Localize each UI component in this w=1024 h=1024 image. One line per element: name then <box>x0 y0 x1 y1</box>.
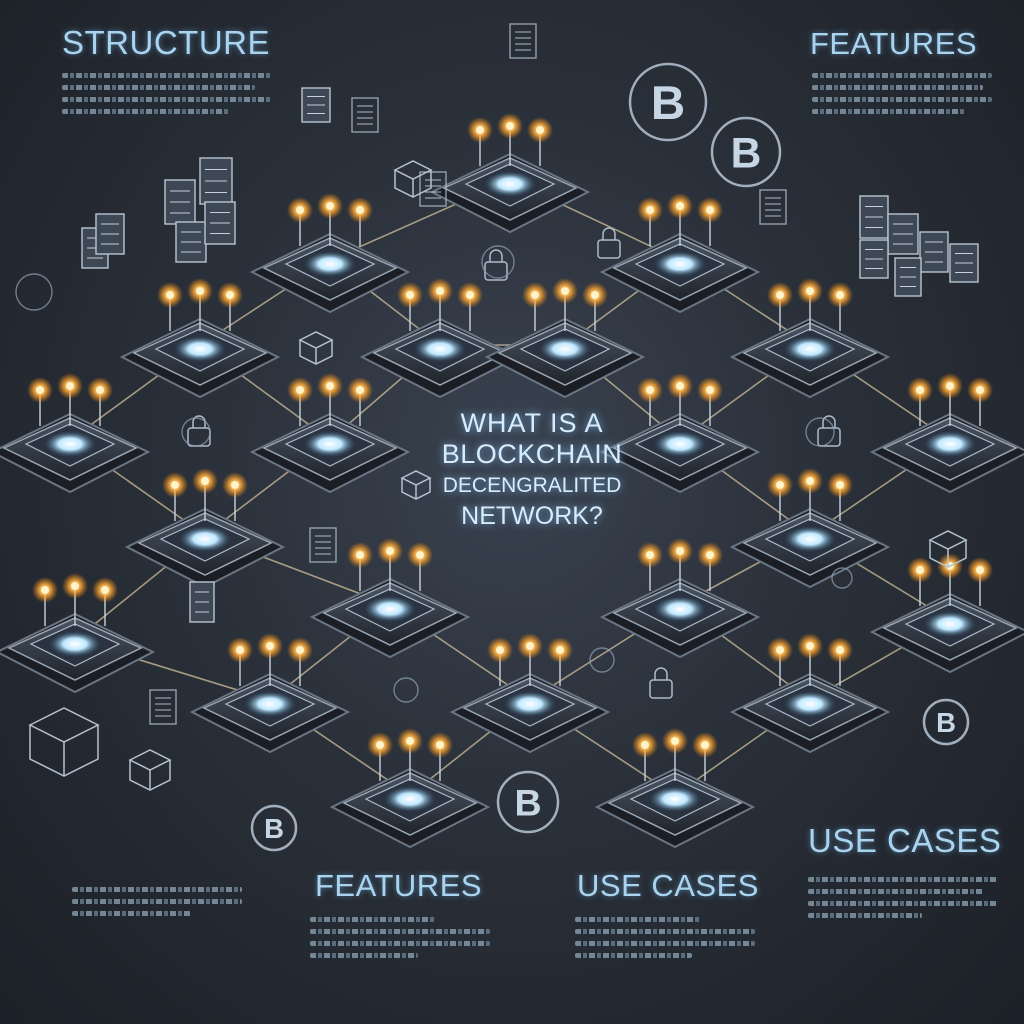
server-stack-icon <box>859 195 889 239</box>
structure-scribble-text <box>62 66 272 121</box>
block-node <box>309 538 471 659</box>
title-line-3: DECENGRALITED <box>442 474 622 497</box>
block-node <box>729 633 891 754</box>
block-node <box>729 278 891 399</box>
block-node <box>484 278 646 399</box>
block-node <box>249 373 411 494</box>
server-stack-icon <box>919 231 949 273</box>
server-stack-icon <box>175 221 207 263</box>
block-node <box>599 193 761 314</box>
block-node <box>119 278 281 399</box>
document-icon <box>509 23 537 59</box>
padlock-icon <box>817 415 841 447</box>
block-node <box>0 573 156 694</box>
block-node <box>329 728 491 849</box>
svg-text:B: B <box>514 782 541 824</box>
svg-text:B: B <box>731 130 762 177</box>
network-glyph-icon <box>805 417 835 447</box>
bitcoin-coin-icon: B <box>710 116 782 188</box>
padlock-icon <box>597 227 621 259</box>
svg-text:B: B <box>264 813 284 844</box>
network-glyph-icon <box>481 245 515 279</box>
block-node <box>0 373 151 494</box>
bitcoin-coin-icon: B <box>628 62 708 142</box>
block-node <box>249 193 411 314</box>
structure-heading: STRUCTURE <box>62 24 270 61</box>
server-stack-icon <box>894 257 922 297</box>
server-stack-icon <box>859 239 889 279</box>
cube-icon <box>298 331 334 365</box>
server-stack-icon <box>95 213 125 255</box>
document-icon <box>309 527 337 563</box>
bitcoin-coin-icon: B <box>250 804 298 852</box>
use-cases-heading-right: USE CASES <box>808 822 1002 859</box>
block-node <box>869 553 1024 674</box>
server-stack-icon <box>204 201 236 245</box>
document-icon <box>351 97 379 133</box>
main-title: WHAT IS A BLOCKCHAIN DECENGRALITED NETWO… <box>432 408 632 532</box>
server-stack-icon <box>887 213 919 255</box>
document-icon <box>759 189 787 225</box>
network-glyph-icon <box>15 273 53 311</box>
use-cases-heading-bottom: USE CASES <box>577 868 759 903</box>
use-cases-right-scribble-text <box>808 870 998 925</box>
svg-text:B: B <box>651 77 685 130</box>
features-heading-bottom: FEATURES <box>315 868 483 903</box>
block-node <box>189 633 351 754</box>
server-stack-icon <box>164 179 196 225</box>
network-glyph-icon <box>393 677 419 703</box>
server-stack-icon <box>301 87 331 123</box>
block-node <box>359 278 521 399</box>
cube-icon <box>128 749 172 791</box>
network-glyph-icon <box>181 417 211 447</box>
network-glyph-icon <box>589 647 615 673</box>
cube-icon <box>28 707 100 777</box>
svg-text:B: B <box>936 707 956 738</box>
bottom-left-scribble-text <box>72 880 242 923</box>
block-node <box>124 468 286 589</box>
block-node <box>599 373 761 494</box>
block-node <box>869 373 1024 494</box>
document-icon <box>419 171 447 207</box>
document-icon <box>149 689 177 725</box>
title-line-1: WHAT IS A <box>460 408 604 438</box>
block-node <box>729 468 891 589</box>
block-node <box>429 113 591 234</box>
use-cases-bottom-scribble-text <box>575 910 755 965</box>
server-stack-icon <box>949 243 979 283</box>
features-bottom-scribble-text <box>310 910 490 965</box>
features-top-scribble-text <box>812 66 992 121</box>
block-nodes <box>0 113 1024 849</box>
padlock-icon <box>649 667 673 699</box>
block-node <box>449 633 611 754</box>
bitcoin-coin-icon: B <box>496 770 560 834</box>
cube-icon <box>393 160 433 198</box>
cube-icon <box>400 470 432 500</box>
title-line-4: NETWORK? <box>461 502 603 530</box>
cube-icon <box>928 530 968 568</box>
title-line-2: BLOCKCHAIN <box>441 439 623 469</box>
network-glyph-icon <box>831 567 853 589</box>
features-heading-top: FEATURES <box>810 26 978 61</box>
block-node <box>599 538 761 659</box>
bitcoin-coin-icon: B <box>922 698 970 746</box>
server-stack-icon <box>199 157 233 205</box>
server-stack-icon <box>189 581 215 623</box>
block-node <box>594 728 756 849</box>
